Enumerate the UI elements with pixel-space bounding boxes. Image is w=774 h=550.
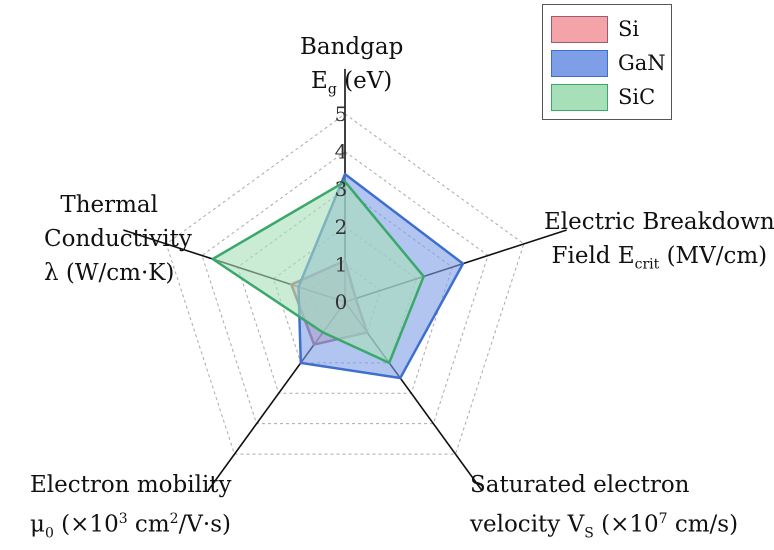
axis-label-line: Electron mobility	[30, 472, 232, 498]
axis-label-line: Thermal	[60, 192, 158, 218]
tick-label-3: 3	[335, 177, 348, 201]
subscript: g	[327, 81, 337, 98]
legend-label-gan: GaN	[618, 51, 666, 75]
axis-label-line: velocity VS (×107 cm/s)	[470, 511, 739, 542]
legend-item-si: Si	[551, 14, 639, 44]
superscript: 2	[169, 511, 179, 527]
axis-label-line: Bandgap	[300, 34, 404, 60]
axis-label-saturated-velocity: Saturated electron velocity VS (×107 cm/s…	[470, 468, 738, 550]
legend-swatch-sic	[551, 83, 608, 111]
superscript: 3	[118, 511, 128, 527]
tick-label-5: 5	[335, 102, 348, 126]
axis-label-line: λ (W/cm·K)	[44, 260, 175, 286]
subscript: S	[584, 525, 594, 542]
axis-label-line: μ0 (×103 cm2/V·s)	[30, 511, 232, 542]
radar-series	[211, 172, 465, 380]
tick-label-1: 1	[335, 252, 348, 276]
axis-label-line: Conductivity	[44, 226, 192, 252]
axis-label-bandgap: Bandgap Eg (eV)	[300, 30, 403, 107]
legend-item-gan: GaN	[551, 48, 666, 78]
axis-label-line: Field Ecrit (MV/cm)	[551, 243, 768, 273]
axis-label-line: Saturated electron	[470, 472, 690, 498]
superscript: 7	[658, 511, 668, 527]
legend-swatch-gan	[551, 49, 608, 77]
grid-ring-5	[165, 113, 525, 455]
radar-tick-labels: 0 1 2 3 4 5	[335, 102, 348, 314]
series-area-sic	[211, 180, 425, 365]
axis-label-line: Electric Breakdown	[544, 209, 774, 235]
subscript: crit	[634, 256, 660, 273]
legend-item-sic: SiC	[551, 82, 655, 112]
legend: Si GaN SiC	[542, 4, 672, 120]
legend-label-si: Si	[618, 17, 640, 41]
legend-label-sic: SiC	[618, 85, 656, 109]
subscript: 0	[44, 525, 54, 542]
axis-label-line: Eg (eV)	[311, 68, 393, 98]
tick-label-4: 4	[335, 140, 348, 164]
tick-label-2: 2	[335, 215, 348, 239]
tick-label-0: 0	[335, 290, 348, 314]
legend-swatch-si	[551, 15, 608, 43]
